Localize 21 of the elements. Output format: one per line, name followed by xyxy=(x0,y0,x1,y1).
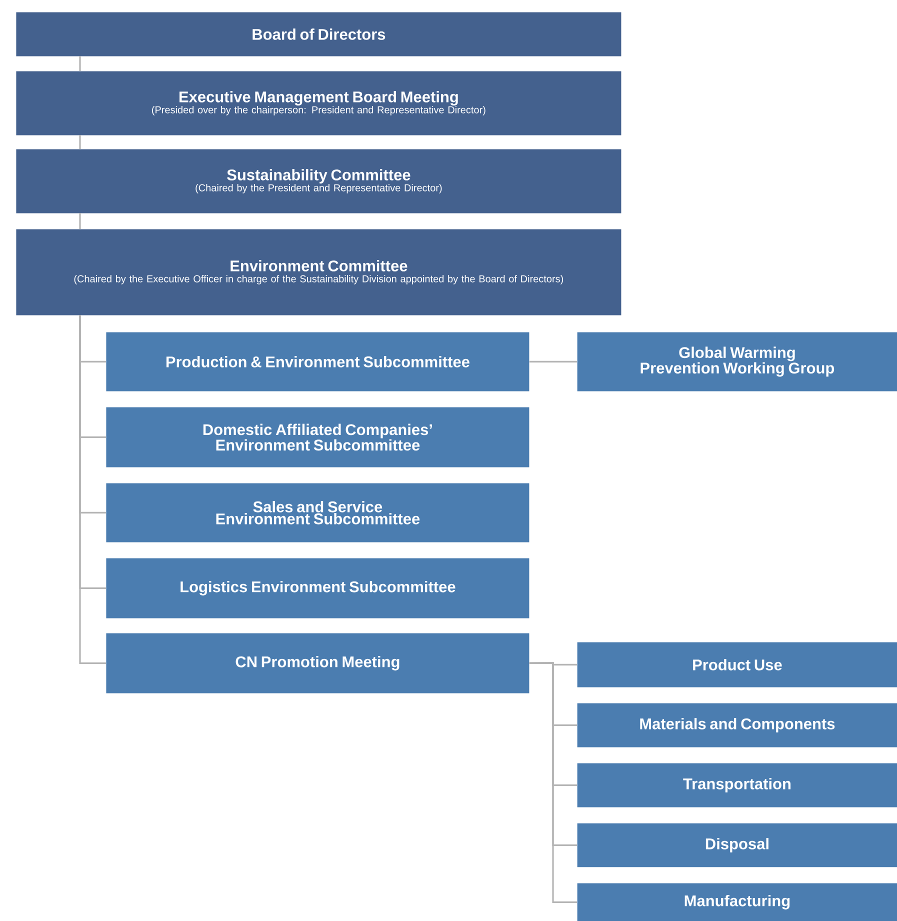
committee-box: Executive Management Board Meeting (Presided over by the chairperson: President and Representative Director) xyxy=(16,71,622,136)
connector-line xyxy=(529,662,577,903)
committee-box: Environment Committee (Chaired by the Executive Officer in charge of the Sustainability Division appointed by the Board of Directors) xyxy=(16,229,622,316)
committee-box: Sales and Service Environment Subcommittee xyxy=(106,483,530,542)
committee-box: Product Use xyxy=(577,642,897,688)
committee-box: CN Promotion Meeting xyxy=(106,633,530,694)
connector-line xyxy=(529,360,577,362)
committee-box: Disposal xyxy=(577,823,897,868)
committee-box: Global Warming Prevention Working Group xyxy=(577,332,897,392)
committee-box: Logistics Environment Subcommittee xyxy=(106,558,530,618)
committee-box: Materials and Components xyxy=(577,703,897,748)
connector-line xyxy=(79,315,106,664)
committee-box: Transportation xyxy=(577,763,897,808)
committee-box: Sustainability Committee (Chaired by the President and Representative Director) xyxy=(16,149,622,214)
connector-line xyxy=(79,213,81,229)
committee-box: Board of Directors xyxy=(16,12,622,56)
connector-line xyxy=(79,56,81,71)
committee-box: Manufacturing xyxy=(577,883,897,921)
connector-line xyxy=(79,135,81,149)
committee-box: Production & Environment Subcommittee xyxy=(106,332,530,392)
committee-box: Domestic Affiliated Companies’ Environment Subcommittee xyxy=(106,407,530,468)
